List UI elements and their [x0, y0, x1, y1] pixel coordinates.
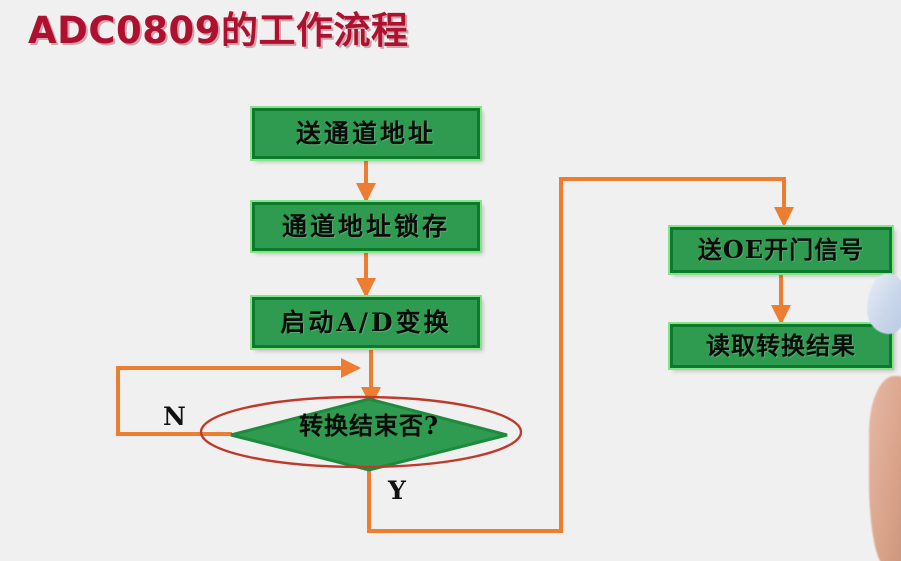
node-label: 送OE开门信号 [697, 235, 865, 264]
node-latch-channel-address: 通道地址锁存 [252, 202, 480, 251]
node-send-channel-address: 送通道地址 [252, 108, 480, 159]
page-title: ADC0809的工作流程 [28, 9, 409, 52]
node-label: 启动A/D变换 [280, 308, 452, 337]
edge-no-loop [116, 358, 361, 436]
node-send-oe-signal: 送OE开门信号 [670, 227, 892, 273]
node-label-conversion-done: 转换结束否? [298, 411, 440, 440]
highlight-ellipse [199, 395, 523, 469]
decision-diamond-shape [230, 397, 508, 472]
branch-label-yes: Y [388, 476, 406, 505]
node-start-ad-conversion: 启动A/D变换 [252, 297, 480, 348]
node-read-result: 读取转换结果 [670, 324, 892, 368]
node-label: 送通道地址 [295, 119, 436, 148]
node-label: 通道地址锁存 [281, 212, 450, 241]
edge-yes-path [367, 177, 794, 533]
node-label: 读取转换结果 [706, 331, 856, 360]
branch-label-no: N [163, 402, 186, 431]
